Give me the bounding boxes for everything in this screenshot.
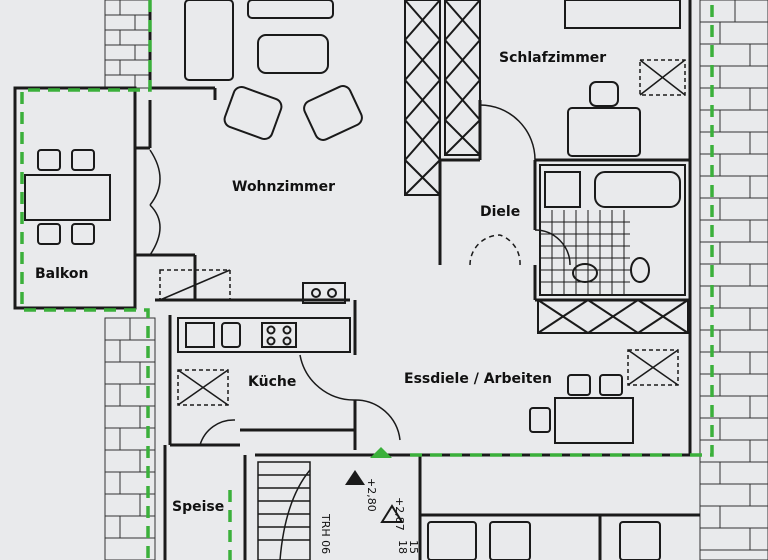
entry-door-swing	[354, 399, 401, 441]
room-label-diele: Diele	[480, 204, 520, 220]
stair-number-2: 18	[396, 540, 409, 554]
living-area-boundary	[20, 0, 714, 560]
bed	[564, 0, 681, 29]
level-marker-lower	[345, 470, 365, 485]
room-label-balkon: Balkon	[35, 266, 88, 282]
toilet-icon	[630, 257, 650, 283]
speise-door-swing	[199, 419, 236, 446]
balcony-table	[24, 174, 111, 221]
level-marker-upper	[380, 504, 404, 523]
stair-number-1: 15	[407, 540, 420, 554]
couch-side	[184, 0, 234, 81]
kitchen-door-swing	[299, 354, 356, 401]
wardrobe	[404, 0, 481, 196]
balcony-door-swing-1	[149, 149, 161, 206]
sink-icon	[572, 263, 598, 283]
room-label-schlafzimmer: Schlafzimmer	[499, 50, 606, 66]
lower-fixtures	[427, 521, 661, 560]
entry-arrow-icon	[370, 447, 392, 458]
bedroom-door-swing	[479, 104, 536, 161]
armchair-left	[223, 85, 283, 141]
skylights	[159, 59, 686, 406]
level-text-upper: +2,87	[393, 497, 406, 531]
staircase	[257, 461, 311, 560]
balcony-door-swing-2	[149, 204, 161, 256]
coffee-table	[257, 34, 329, 74]
desk	[567, 107, 641, 157]
washbasin-top	[544, 171, 581, 208]
dining-set	[529, 374, 634, 444]
stair-text: TRH 06	[319, 513, 332, 554]
room-label-wohnzimmer: Wohnzimmer	[232, 179, 335, 195]
kitchen-counter	[177, 282, 351, 353]
room-label-essdiele: Essdiele / Arbeiten	[404, 371, 552, 387]
desk-chair	[589, 81, 619, 107]
armchair-right	[303, 85, 363, 141]
bath-cabinets	[537, 299, 689, 334]
room-label-speise: Speise	[172, 499, 224, 515]
sofa	[247, 0, 334, 19]
balcony-furniture	[24, 149, 111, 245]
balcony-outline	[13, 86, 137, 310]
doors	[149, 104, 571, 446]
level-text-lower: +2,80	[365, 478, 378, 512]
diele-door-swing-2	[499, 234, 521, 266]
living-furniture	[184, 0, 363, 141]
bathtub	[594, 171, 681, 208]
room-label-kueche: Küche	[248, 374, 296, 390]
bedroom-furniture	[564, 0, 681, 157]
dining-table	[554, 397, 634, 444]
bath-door-swing	[534, 229, 571, 266]
